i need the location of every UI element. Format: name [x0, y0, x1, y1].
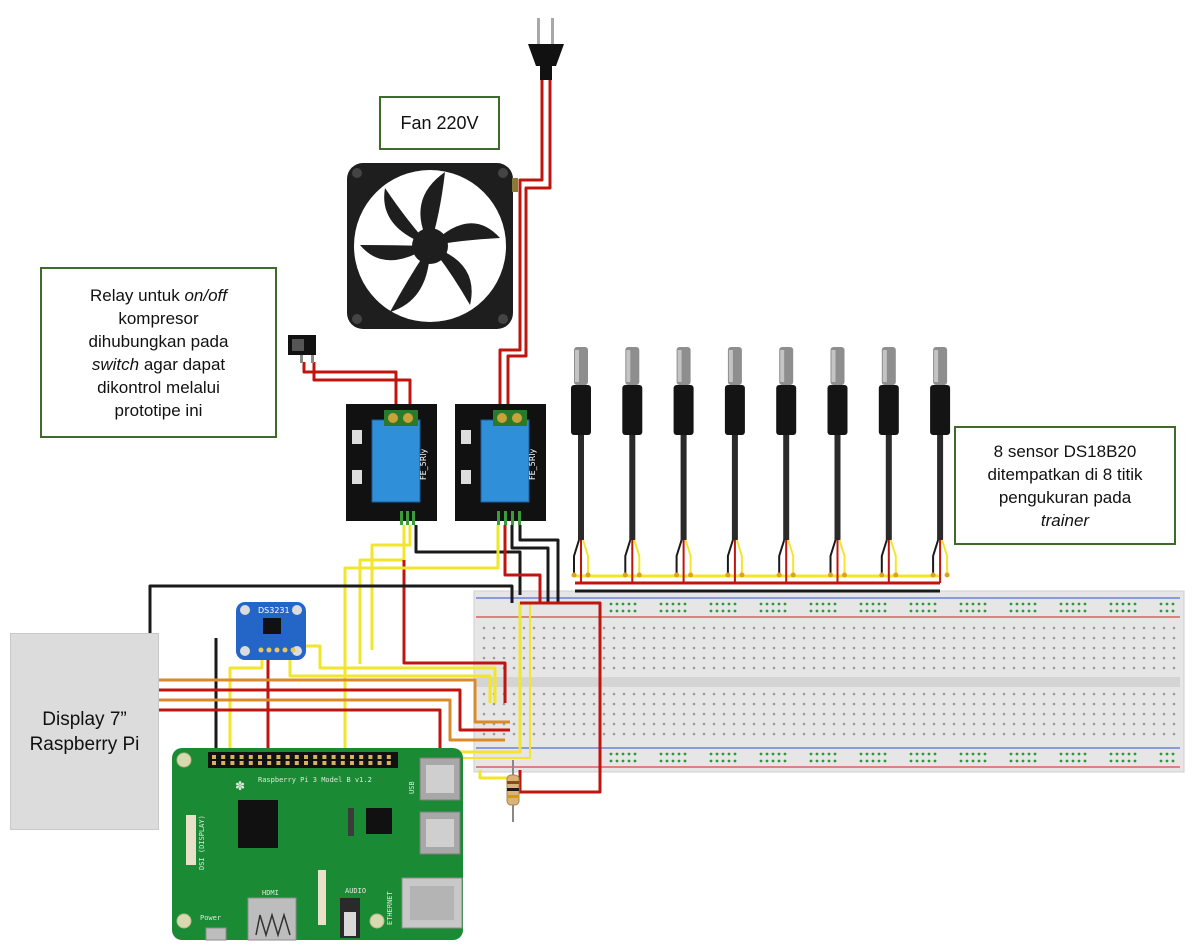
rtc-module: DS3231	[236, 602, 306, 660]
rpi-usb-silkscreen: USB	[408, 781, 416, 794]
relay-note: Relay untuk on/off kompresor dihubungkan…	[40, 267, 277, 438]
gpio-header	[212, 755, 391, 765]
ds18b20-sensor-probe	[622, 347, 643, 583]
relay-1-silkscreen: FE_5Rly	[419, 448, 428, 480]
sensor-note-line-1: 8 sensor DS18B20	[993, 441, 1137, 461]
rpi-board-silkscreen: Raspberry Pi 3 Model B v1.2	[258, 776, 372, 784]
rpi-dsi-silkscreen: DSI (DISPLAY)	[198, 815, 206, 870]
breadboard	[473, 590, 1185, 773]
ds18b20-sensor-probe	[827, 347, 848, 583]
sensor-note-line-3: pengukuran pada	[998, 487, 1132, 507]
ds18b20-sensor-probe	[878, 347, 899, 583]
relay-note-text-4a: switch	[91, 354, 140, 374]
ds18b20-sensor-probe	[930, 347, 951, 583]
relay-note-text-4b: agar dapat	[139, 354, 226, 374]
ds18b20-sensor-probe	[673, 347, 694, 583]
pullup-resistor	[506, 760, 520, 822]
raspberry-pi-board: Raspberry Pi 3 Model B v1.2 ✽ DSI (DISPL…	[172, 748, 463, 941]
relay-note-line-3: dihubungkan pada	[88, 331, 229, 351]
display-label-line-2: Raspberry Pi	[29, 733, 140, 755]
raspberry-logo-icon: ✽	[235, 779, 245, 793]
fan-label: Fan 220V	[379, 96, 500, 150]
breadboard-rail-holes	[609, 602, 1175, 763]
relay-note-line-1: Relay untuk on/off	[90, 284, 227, 307]
sensor-note-line-2: ditempatkan di 8 titik	[987, 464, 1143, 484]
rpi-hdmi-silkscreen: HDMI	[262, 889, 279, 897]
display-7inch-raspberry-pi: Display 7” Raspberry Pi	[10, 633, 159, 830]
rpi-power-silkscreen: Power	[200, 914, 221, 922]
ds18b20-sensor-probe	[776, 347, 797, 583]
rtc-silkscreen: DS3231	[258, 606, 290, 615]
slide-switch-icon	[288, 335, 316, 363]
relay-note-text-1b: on/off	[184, 285, 228, 305]
relay-note-text-1a: Relay untuk	[89, 285, 185, 305]
mains-plug-icon	[528, 18, 564, 80]
sensor-note-text-4: trainer	[1040, 510, 1090, 530]
relay-note-line-5: dikontrol melalui	[97, 377, 220, 397]
ds18b20-sensor-probe	[571, 347, 591, 583]
rpi-audio-silkscreen: AUDIO	[345, 887, 366, 895]
rpi-ethernet-silkscreen: ETHERNET	[386, 890, 394, 925]
fan-label-text: Fan 220V	[400, 112, 479, 133]
relay-module-1: FE_5Rly	[346, 404, 437, 525]
relay-note-line-2: kompresor	[118, 308, 199, 328]
sensor-note-line-4: trainer	[1041, 509, 1089, 532]
display-label-line-1: Display 7”	[42, 708, 127, 730]
ds18b20-sensor-probe	[724, 347, 745, 583]
relay-module-2: FE_5Rly	[455, 404, 546, 525]
fan-icon	[347, 163, 518, 329]
sensor-note: 8 sensor DS18B20 ditempatkan di 8 titik …	[954, 426, 1176, 545]
relay-note-line-6: prototipe ini	[114, 400, 203, 420]
ds18b20-sensors	[571, 347, 951, 583]
wires	[148, 80, 940, 794]
relay-2-silkscreen: FE_5Rly	[528, 448, 537, 480]
relay-note-line-4: switch agar dapat	[92, 353, 225, 376]
breadboard-terminal-holes	[482, 626, 1176, 736]
